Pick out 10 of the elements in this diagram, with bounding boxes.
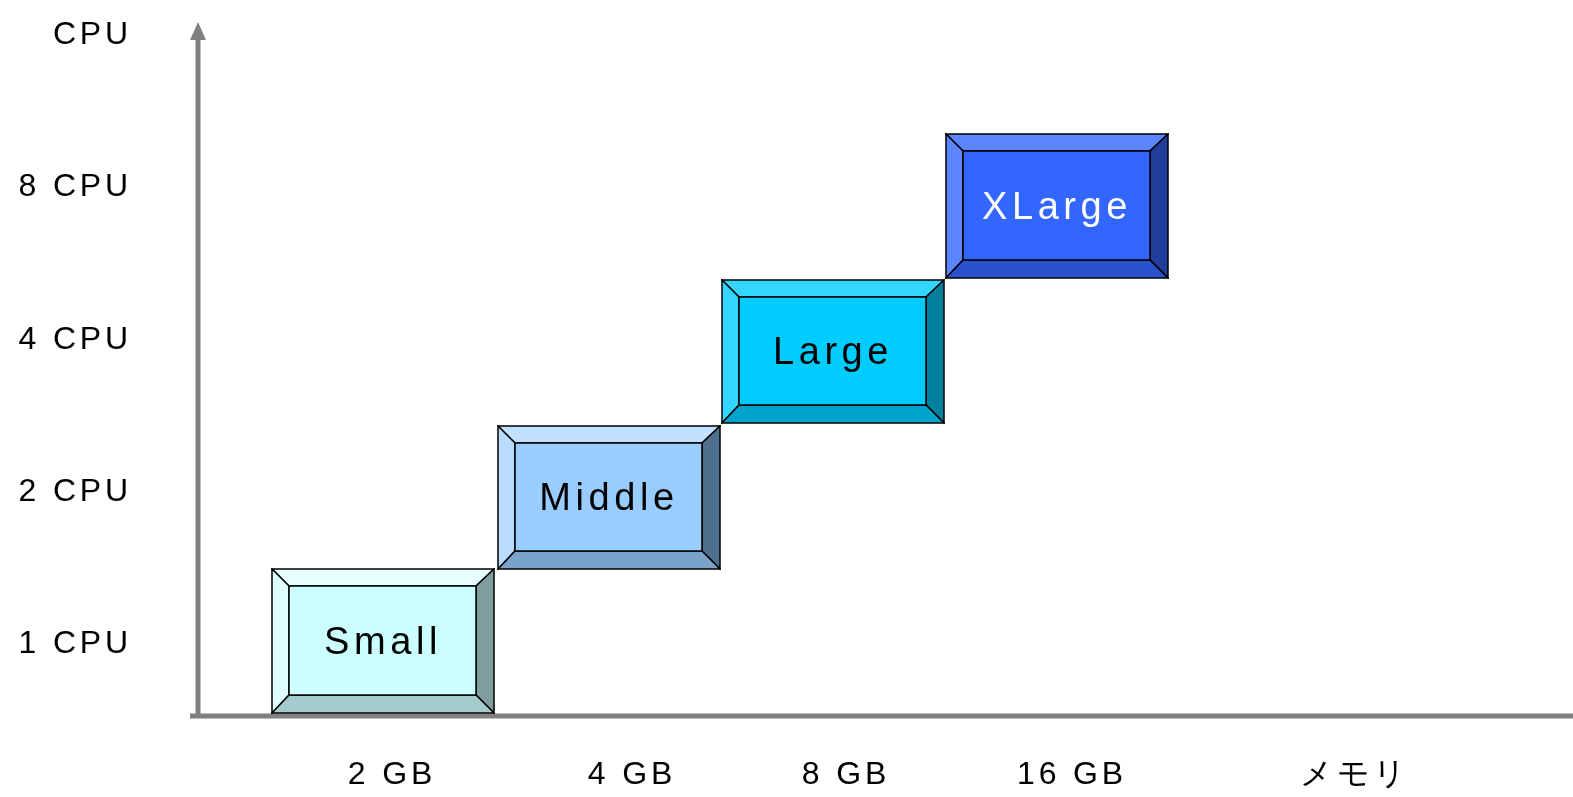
axis-title: CPU <box>52 17 132 49</box>
tick-label: 4 CPU <box>18 322 132 354</box>
tick-label: 1 CPU <box>18 626 132 658</box>
axis-title: メモリ <box>1299 757 1411 789</box>
tick-label: 8 CPU <box>18 169 132 201</box>
tick-label: 16 GB <box>1017 757 1127 789</box>
tick-label: 2 GB <box>347 757 437 789</box>
tick-label: 4 GB <box>587 757 677 789</box>
tick-label: 8 GB <box>801 757 891 789</box>
tick-label: 2 CPU <box>18 474 132 506</box>
